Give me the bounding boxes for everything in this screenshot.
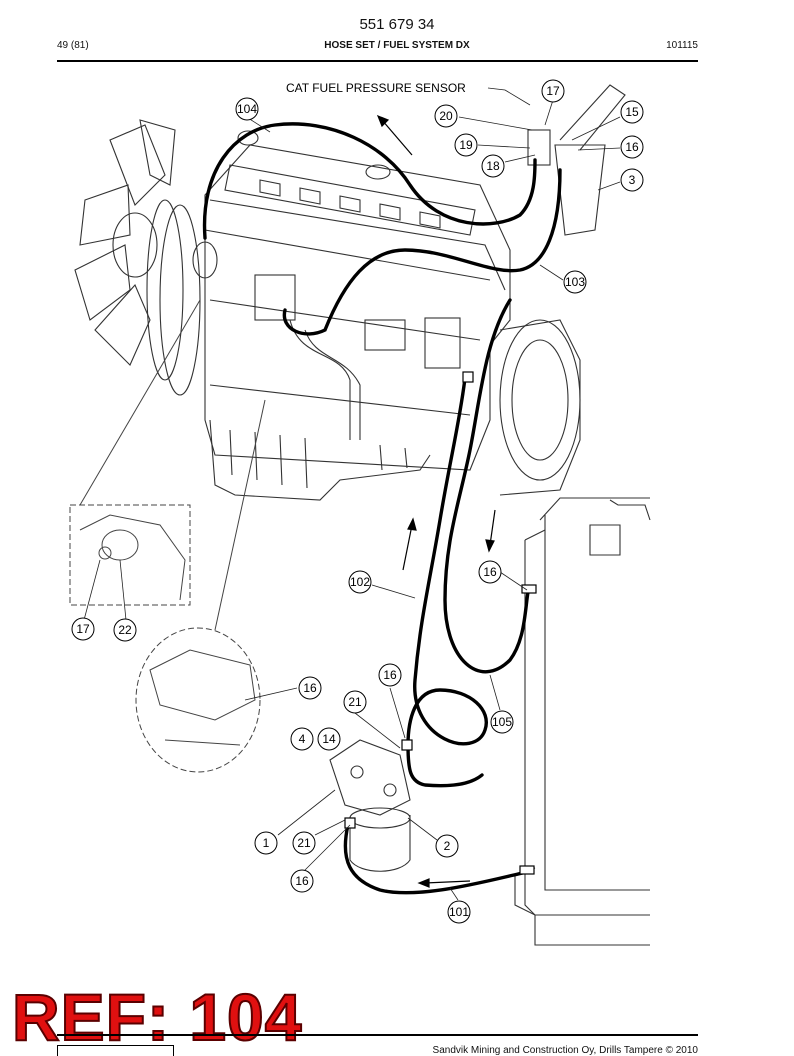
callout-circle: [563, 270, 587, 294]
reference-stamp: REF: 104: [11, 980, 303, 1054]
callout-label: 15: [625, 105, 639, 119]
callout-label: 2: [444, 839, 451, 853]
hose-set-drawing: 1041720151916183103102161051722161621414…: [69, 79, 651, 946]
callout-circle: [481, 154, 505, 178]
page-title: HOSE SET / FUEL SYSTEM DX: [324, 40, 470, 51]
footer-rule: [57, 1034, 698, 1036]
callout-104: 104: [235, 97, 259, 121]
callout-label: 4: [299, 732, 306, 746]
callout-label: 16: [625, 140, 639, 154]
callout-label: 16: [483, 565, 497, 579]
callout-17: 17: [71, 617, 95, 641]
callout-label: 3: [629, 173, 636, 187]
callout-4: 4: [290, 727, 314, 751]
callout-3: 3: [620, 168, 644, 192]
callout-label: 16: [383, 668, 397, 682]
callout-101: 101: [447, 900, 471, 924]
callout-20: 20: [434, 104, 458, 128]
callout-16: 16: [378, 663, 402, 687]
callout-label: 17: [546, 84, 560, 98]
callout-103: 103: [563, 270, 587, 294]
callout-17: 17: [541, 79, 565, 103]
detail-views: [69, 299, 266, 773]
callout-circle: [620, 100, 644, 124]
radiator-illustration: [514, 497, 651, 946]
hose-101: [343, 823, 529, 895]
callout-label: 18: [486, 159, 500, 173]
callout-circle: [620, 168, 644, 192]
callout-16: 16: [620, 135, 644, 159]
callout-label: 1: [263, 836, 270, 850]
callout-label: 105: [492, 715, 512, 729]
callout-label: 22: [118, 623, 132, 637]
callout-circle: [292, 831, 316, 855]
callout-16: 16: [298, 676, 322, 700]
callout-circle: [113, 618, 137, 642]
callout-circle: [348, 570, 372, 594]
callout-circle: [71, 617, 95, 641]
callout-circle: [298, 676, 322, 700]
part-number: 551 679 34: [359, 16, 435, 33]
callout-circle: [290, 727, 314, 751]
hose-104: [202, 122, 537, 240]
callout-21: 21: [343, 690, 367, 714]
callout-16: 16: [478, 560, 502, 584]
page-label: 49 (81): [57, 40, 89, 51]
callout-15: 15: [620, 100, 644, 124]
header-rule: [57, 60, 698, 62]
callout-102: 102: [348, 570, 372, 594]
hose-103: [282, 168, 562, 336]
callout-label: 19: [459, 138, 473, 152]
sensor-label: CAT FUEL PRESSURE SENSOR: [286, 81, 466, 95]
callout-1: 1: [254, 831, 278, 855]
leader-lines: [83, 87, 621, 901]
callout-label: 103: [565, 275, 585, 289]
callout-circle: [434, 104, 458, 128]
callout-2: 2: [435, 834, 459, 858]
callout-label: 20: [439, 109, 453, 123]
callout-21: 21: [292, 831, 316, 855]
callout-circle: [378, 663, 402, 687]
flow-arrows: [376, 114, 496, 888]
callout-label: 16: [295, 874, 309, 888]
callout-circle: [478, 560, 502, 584]
callout-label: 104: [237, 102, 257, 116]
callout-circle: [235, 97, 259, 121]
hose-fittings: [344, 371, 537, 875]
fuel-hoses: [202, 122, 562, 895]
callout-105: 105: [490, 710, 514, 734]
company-logo: [57, 1045, 174, 1056]
callout-label: 17: [76, 622, 90, 636]
footer-copyright: Sandvik Mining and Construction Oy, Dril…: [432, 1045, 698, 1056]
callout-label: 14: [322, 732, 336, 746]
callout-label: 102: [350, 575, 370, 589]
callout-circle: [254, 831, 278, 855]
callout-circle: [290, 869, 314, 893]
callout-circle: [435, 834, 459, 858]
callout-circle: [490, 710, 514, 734]
callout-circle: [317, 727, 341, 751]
callout-circle: [447, 900, 471, 924]
callout-label: 21: [297, 836, 311, 850]
callout-circle: [541, 79, 565, 103]
callout-18: 18: [481, 154, 505, 178]
hose-102: [406, 376, 488, 788]
engine-illustration: [74, 84, 626, 501]
callout-circle: [343, 690, 367, 714]
callout-label: 16: [303, 681, 317, 695]
doc-code: 101115: [666, 40, 698, 51]
callout-22: 22: [113, 618, 137, 642]
callout-19: 19: [454, 133, 478, 157]
callout-16: 16: [290, 869, 314, 893]
callout-circle: [454, 133, 478, 157]
callout-circle: [620, 135, 644, 159]
callout-label: 101: [449, 905, 469, 919]
primary-filter-illustration: [329, 739, 411, 872]
hose-105: [443, 298, 530, 674]
callout-14: 14: [317, 727, 341, 751]
callout-label: 21: [348, 695, 362, 709]
